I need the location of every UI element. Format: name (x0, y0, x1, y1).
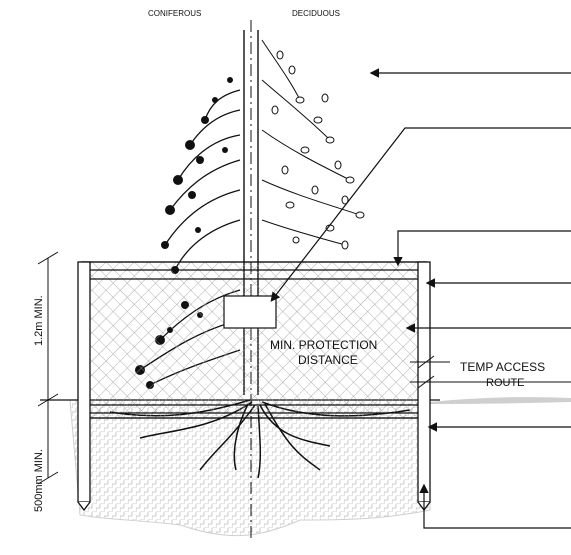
ground-surface-right (430, 397, 571, 404)
deciduous-foliage (261, 39, 365, 250)
leader-lines (270, 68, 571, 529)
label-temp-access-1: TEMP ACCESS (460, 360, 545, 374)
leader-post-base (419, 483, 571, 529)
label-min-protection-1: MIN. PROTECTION (270, 338, 377, 352)
label-post-depth: 500mm MIN. (33, 449, 45, 512)
label-deciduous: DECIDUOUS (292, 9, 340, 18)
fence-post-right (417, 261, 431, 512)
dimension-access-route (410, 355, 571, 389)
label-coniferous: CONIFEROUS (148, 9, 201, 18)
label-fence-height: 1.2m MIN. (33, 295, 45, 346)
leader-sign (270, 127, 571, 302)
label-temp-access-2: ROUTE (486, 377, 525, 389)
leader-rail (393, 230, 571, 267)
sign-board (223, 295, 277, 329)
protection-fence (81, 261, 427, 419)
dimension-post-depth (37, 400, 59, 485)
fence-post-left (77, 261, 91, 512)
label-min-protection-2: DISTANCE (298, 353, 358, 367)
